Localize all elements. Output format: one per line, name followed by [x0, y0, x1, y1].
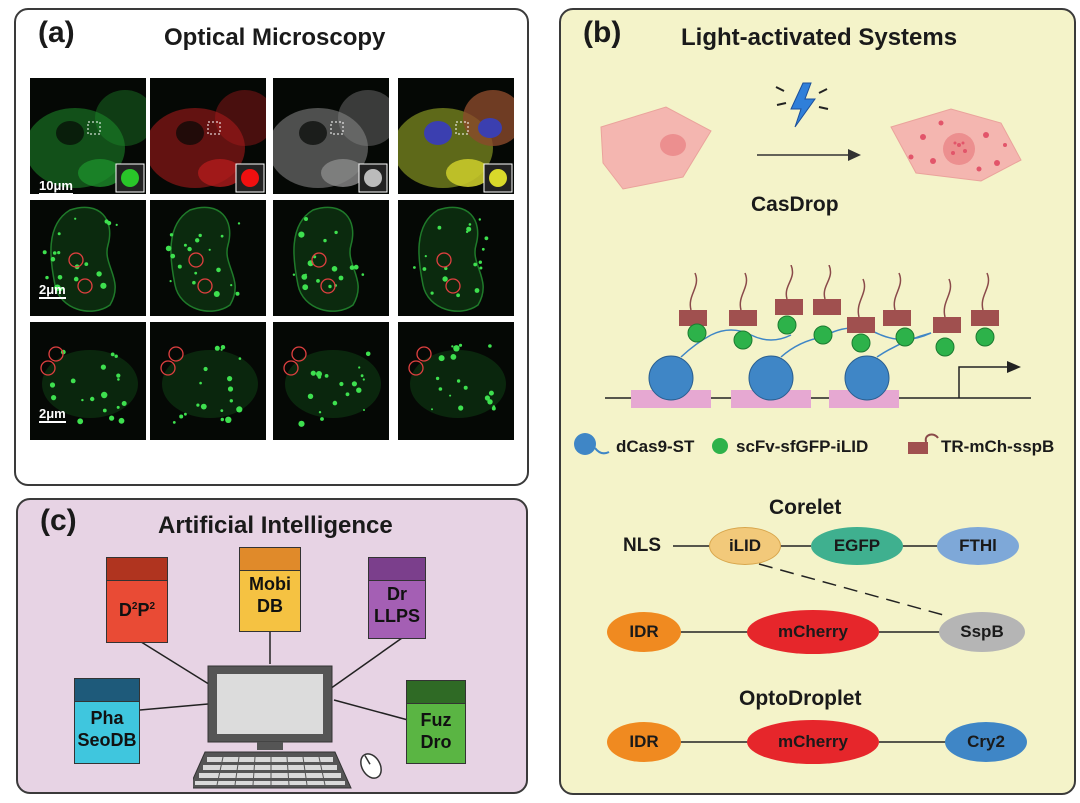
database-drllps: Dr LLPS [368, 557, 426, 639]
dcas9-circles [648, 355, 890, 401]
lightning-icon [790, 82, 816, 128]
tr-mch-tails [689, 265, 990, 318]
legend-dcas9-label: dCas9-ST [616, 437, 695, 456]
microscopy-image [273, 78, 389, 194]
legend-dcas9-icon [574, 433, 610, 455]
scale-bar-label: 2μm [39, 406, 66, 423]
microscopy-image [30, 78, 146, 194]
panel-a-tag: (a) [38, 16, 75, 49]
optodroplet-title: OptoDroplet [739, 687, 862, 710]
database-d2p2: D2P2 [106, 557, 168, 643]
scfv-green-dots [687, 315, 995, 357]
legend-tr-mch-label: TR-mCh-sspB [941, 437, 1055, 456]
computer-icon [193, 665, 382, 789]
light-activation-illustration [600, 82, 1022, 190]
tss-arrow [958, 366, 1011, 398]
scale-bar-label: 2μm [39, 282, 66, 299]
optodroplet-mcherry: mCherry [747, 720, 879, 764]
microscopy-image [150, 322, 266, 440]
nucleus-inactive [660, 134, 686, 156]
microscopy-image [398, 322, 514, 440]
corelet-nls: NLS [623, 535, 661, 556]
microscopy-image [150, 78, 266, 194]
corelet-mcherry: mCherry [747, 610, 879, 654]
corelet-fthl: FTHl [937, 527, 1019, 565]
panel-b-title: Light-activated Systems [681, 24, 958, 51]
microscopy-image [398, 200, 514, 316]
microscopy-image [273, 322, 389, 440]
microscopy-image [398, 78, 514, 194]
panel-artificial-intelligence: (c) Artificial Intelligence D2P2 Mobi DB… [16, 498, 528, 794]
scale-bar-label: 10μm [39, 178, 73, 195]
microscopy-image [150, 200, 266, 316]
database-phaseodb: Pha SeoDB [74, 678, 140, 764]
legend-tr-mch-icon [908, 433, 939, 454]
casdrop-schematic [605, 265, 1031, 408]
optodroplet-cry2: Cry2 [945, 722, 1027, 762]
panel-b-tag: (b) [583, 16, 622, 49]
panel-a-title: Optical Microscopy [164, 24, 386, 51]
panel-c-title: Artificial Intelligence [158, 512, 393, 539]
microscopy-image [30, 322, 146, 440]
database-mobidb: Mobi DB [239, 547, 301, 632]
corelet-idr: IDR [607, 612, 681, 652]
microscopy-image [30, 200, 146, 316]
database-fuzdro: Fuz Dro [406, 680, 466, 764]
legend-scfv-label: scFv-sfGFP-iLID [736, 437, 869, 456]
microscopy-image [273, 200, 389, 316]
corelet-egfp: EGFP [811, 527, 903, 565]
mouse-icon [360, 753, 382, 779]
nucleus-active [943, 133, 975, 165]
casdrop-title: CasDrop [751, 193, 839, 216]
tr-mch-sspb-blocks [679, 299, 999, 333]
optodroplet-connectors [679, 741, 947, 743]
corelet-title: Corelet [769, 496, 842, 519]
corelet-sspb: SspB [939, 612, 1025, 652]
optodroplet-idr: IDR [607, 722, 681, 762]
corelet-ilid: iLID [709, 527, 781, 565]
panel-c-tag: (c) [40, 504, 77, 537]
panel-light-activated-systems: (b) Light-activated Systems CasDrop [559, 8, 1076, 795]
legend-scfv-icon [712, 438, 728, 454]
cell-inactive [600, 106, 712, 190]
